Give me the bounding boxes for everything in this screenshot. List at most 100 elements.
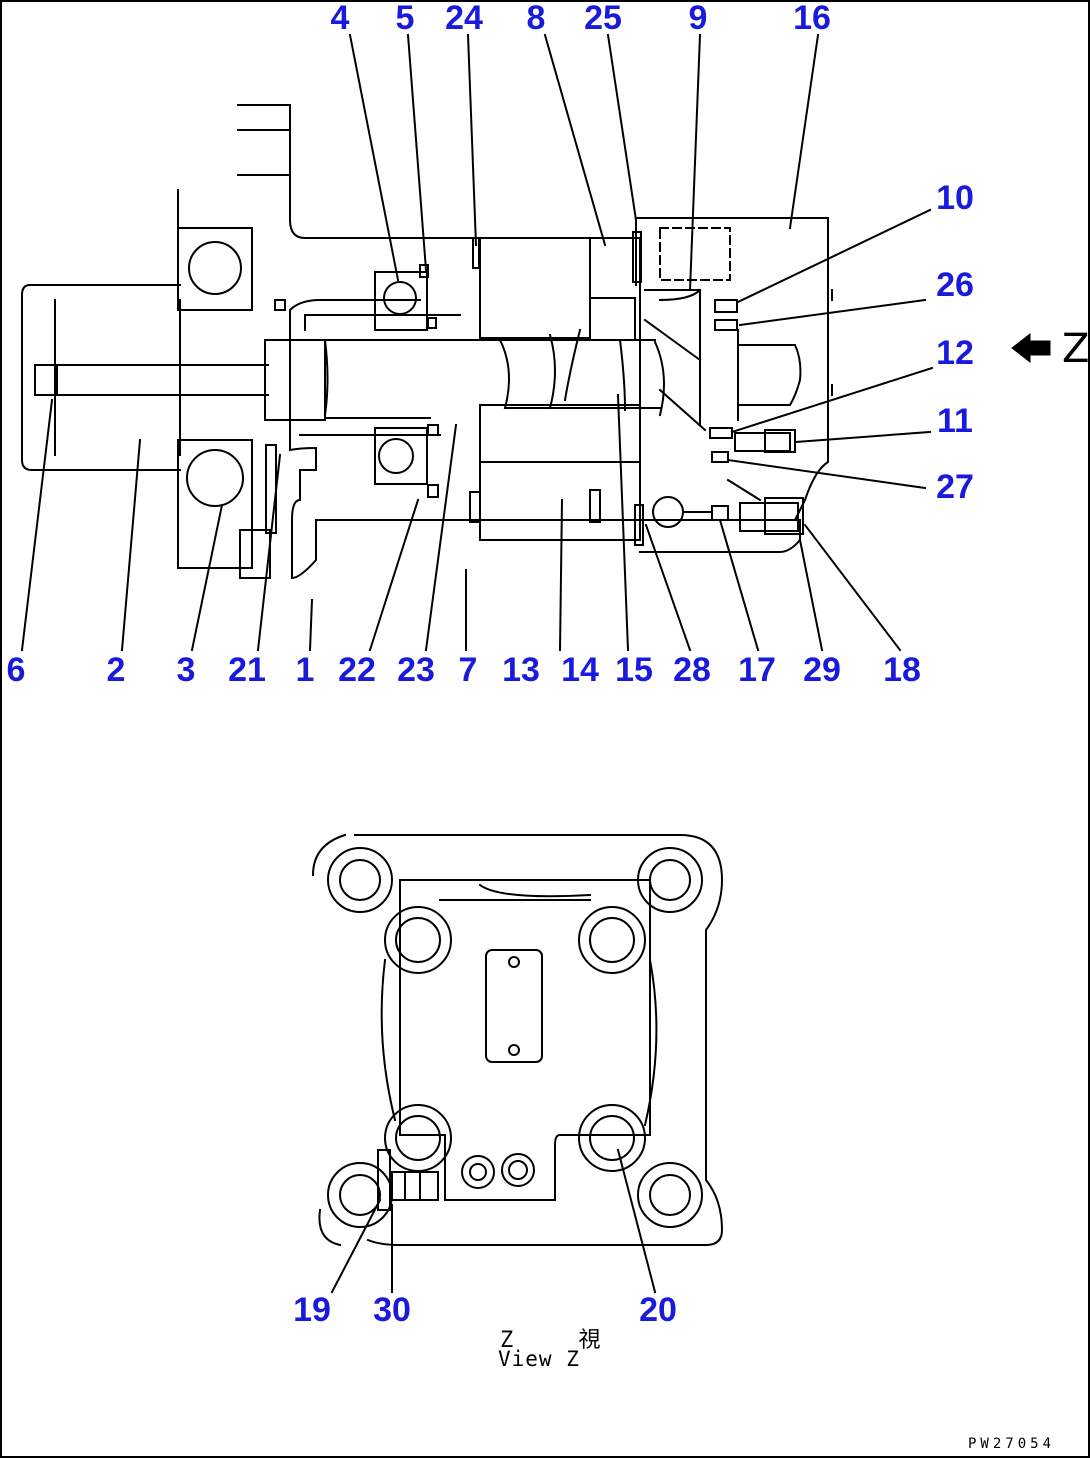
plug-18-head [764,497,804,535]
part-19 [377,1149,391,1211]
callout-part-23: 23 [397,651,435,689]
corner-hole [327,847,393,913]
plug-10 [714,299,738,313]
view-z-arrow-icon [1011,332,1051,364]
bearing-4-lower [374,427,428,485]
bearing-ball [378,438,414,474]
callout-part-27: 27 [936,468,974,506]
bearing-ball [186,449,244,507]
cover-angle [643,318,707,432]
view-z-caption-jp: Z 視 [500,1328,627,1353]
gear-upper [589,297,636,341]
callout-part-21: 21 [228,651,266,689]
pinion-gear [264,339,326,421]
corner-hole [649,1174,691,1216]
callout-part-8: 8 [526,0,546,37]
callout-part-6: 6 [6,651,26,689]
cover-recess [659,227,731,281]
plug-12 [709,427,733,439]
valve-ball [652,496,684,528]
corner-hole [637,1162,703,1228]
callout-part-28: 28 [673,651,711,689]
small-seal [274,299,286,311]
corner-hole [327,1162,393,1228]
bolt-20 [578,1104,646,1172]
callout-part-26: 26 [936,266,974,304]
snap-ring-22 [427,424,439,436]
cover-plate [399,879,651,1201]
callout-part-30: 30 [373,1291,411,1329]
callout-part-12: 12 [936,334,974,372]
bolt-20-head [395,917,441,963]
snap-ring-5 [419,264,429,278]
port-plug [469,1163,487,1181]
bearing-ball [383,281,417,315]
valve-17 [711,505,729,521]
corner-hole [339,1174,381,1216]
snap-ring-5 [427,317,437,329]
view-z-caption-en: View Z [498,1347,580,1371]
callout-part-24: 24 [445,0,483,37]
sectional-view [21,104,833,580]
snap-ring-23 [427,484,439,498]
plug-27 [711,451,729,463]
callout-part-3: 3 [176,651,196,689]
callout-part-29: 29 [803,651,841,689]
bolt-20 [384,1104,452,1172]
bolt-20 [578,906,646,974]
callout-part-9: 9 [688,0,708,37]
callout-part-25: 25 [584,0,622,37]
seal-21 [265,444,277,534]
output-shaft [21,284,181,471]
shaft-plug [34,364,58,396]
helical-gear-outline [499,339,661,409]
callout-part-2: 2 [106,651,126,689]
plug-26 [714,319,738,331]
snap-ring [239,529,271,579]
drawing-code: PW27054 [968,1436,1056,1452]
callout-part-20: 20 [639,1291,677,1329]
view-arrow-letter: Z [1062,326,1090,372]
port-plug [461,1155,495,1189]
callout-part-14: 14 [561,651,599,689]
plug-11 [734,432,791,452]
valve-line [726,478,762,502]
bearing-4-upper [374,271,428,331]
bearing-ball [188,241,242,295]
bearing-lower-left [177,439,253,569]
bolt-28 [469,491,481,523]
bolt-28 [634,504,644,546]
callout-part-5: 5 [395,0,415,37]
callout-part-19: 19 [293,1291,331,1329]
port-plug [501,1153,535,1187]
callout-part-18: 18 [883,651,921,689]
bolt-20 [384,906,452,974]
plunger [737,344,802,406]
plug-18 [739,502,799,532]
callout-part-10: 10 [936,179,974,217]
bearing-upper-left [177,227,253,311]
leader-lines [20,33,934,652]
callout-part-13: 13 [502,651,540,689]
corner-hole [339,859,381,901]
callout-part-15: 15 [615,651,653,689]
cover-inner [644,288,702,426]
callout-part-16: 16 [793,0,831,37]
callout-part-7: 7 [458,651,478,689]
housing-outline [237,104,641,580]
bolt-20-head [395,1115,441,1161]
gear-14 [479,404,641,541]
bolt-25 [632,231,642,283]
flange-outline [311,833,724,1247]
callout-part-4: 4 [330,0,350,37]
bolt-20-head [589,917,635,963]
port-plug [508,1160,528,1180]
bolt-28 [589,489,601,523]
gear-8 [479,237,591,339]
part-30 [391,1171,439,1201]
corner-hole [649,859,691,901]
callout-part-1: 1 [295,651,315,689]
